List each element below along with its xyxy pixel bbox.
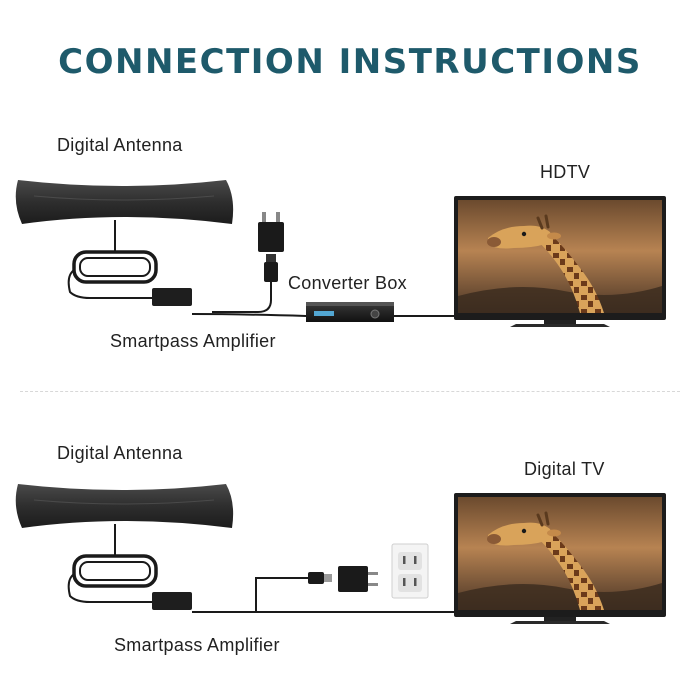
- top-antenna-label: Digital Antenna: [57, 135, 183, 155]
- bottom-amplifier-label: Smartpass Amplifier: [114, 635, 280, 655]
- bottom-tv-label: Digital TV: [524, 459, 605, 479]
- bottom-usb-cable: [255, 577, 310, 612]
- bottom-power-adapter: [308, 566, 378, 592]
- bottom-antenna-assembly: [14, 482, 235, 612]
- top-tv-label: HDTV: [540, 162, 591, 182]
- converter-box-label: Converter Box: [288, 273, 407, 293]
- wall-outlet: [391, 543, 429, 599]
- top-power-adapter: [212, 212, 284, 313]
- bottom-digital-tv: [452, 491, 668, 626]
- top-coax-cable: [191, 313, 307, 317]
- top-hdtv: [452, 194, 668, 329]
- section-divider: [20, 391, 680, 392]
- top-amplifier-label: Smartpass Amplifier: [110, 331, 276, 351]
- top-antenna-assembly: [14, 178, 235, 308]
- converter-box: [306, 302, 394, 322]
- page-title: CONNECTION INSTRUCTIONS: [58, 42, 642, 82]
- bottom-antenna-label: Digital Antenna: [57, 443, 183, 463]
